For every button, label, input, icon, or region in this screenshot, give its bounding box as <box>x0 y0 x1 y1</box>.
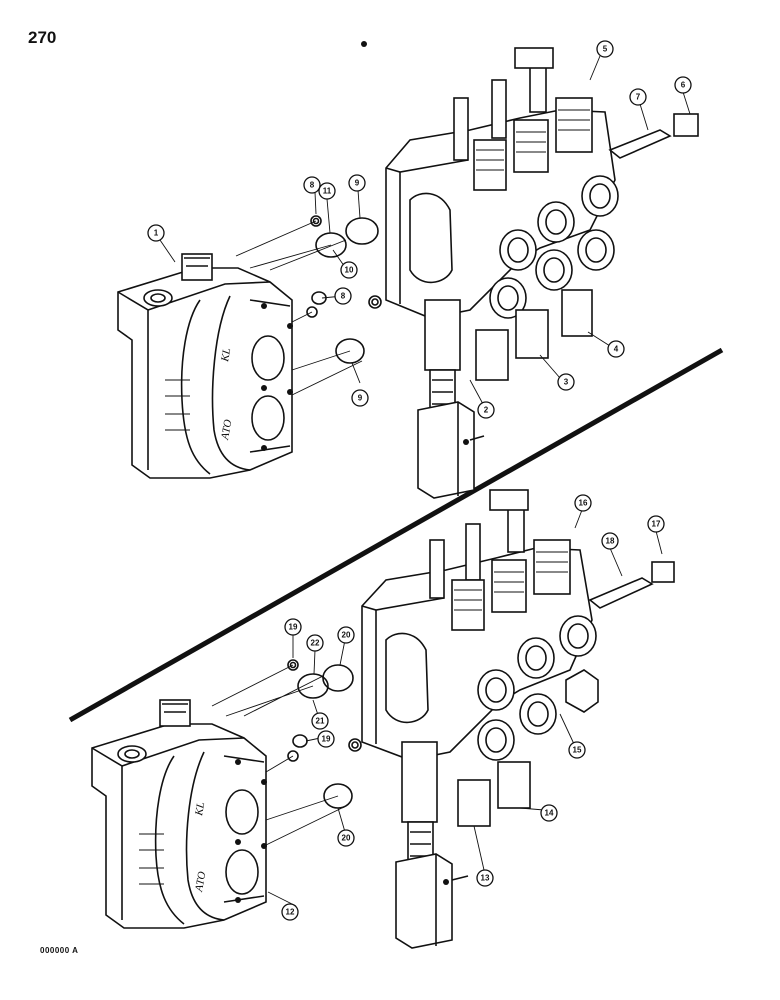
svg-text:11: 11 <box>323 187 332 196</box>
callout-16: 16 <box>574 494 592 512</box>
svg-text:6: 6 <box>681 81 686 90</box>
callout-19a: 19 <box>284 618 302 636</box>
lower-casting-mark-1: KL <box>193 801 207 817</box>
svg-text:19: 19 <box>289 623 298 632</box>
upper-casting-mark-2: ATO <box>219 419 235 442</box>
svg-text:22: 22 <box>311 639 320 648</box>
divider-line <box>68 347 724 723</box>
svg-text:3: 3 <box>564 378 569 387</box>
svg-text:14: 14 <box>545 809 554 818</box>
callout-11: 11 <box>318 182 336 200</box>
figure-code: 000000 A <box>40 946 79 955</box>
callout-6: 6 <box>674 76 692 94</box>
svg-text:20: 20 <box>342 834 351 843</box>
upper-inlet-cover: KL ATO <box>117 253 293 479</box>
svg-text:21: 21 <box>316 717 325 726</box>
callout-21: 21 <box>311 712 329 730</box>
lower-valve-body <box>361 489 675 949</box>
leader-lines <box>159 55 691 907</box>
upper-seals <box>235 215 382 396</box>
upper-casting-mark-1: KL <box>219 347 233 363</box>
callout-20a: 20 <box>337 626 355 644</box>
svg-text:9: 9 <box>355 179 360 188</box>
svg-text:5: 5 <box>603 45 608 54</box>
callout-14: 14 <box>540 804 558 822</box>
callout-19b: 19 <box>317 730 335 748</box>
callout-8a: 8 <box>303 176 321 194</box>
svg-text:20: 20 <box>342 631 351 640</box>
callout-7: 7 <box>629 88 647 106</box>
page-number: 270 <box>28 28 57 47</box>
svg-text:13: 13 <box>481 874 490 883</box>
svg-text:8: 8 <box>341 292 346 301</box>
lower-inlet-cover: KL ATO <box>91 699 267 929</box>
callout-10: 10 <box>340 261 358 279</box>
svg-text:17: 17 <box>652 520 661 529</box>
callout-22: 22 <box>306 634 324 652</box>
callout-2: 2 <box>477 401 495 419</box>
callout-17: 17 <box>647 515 665 533</box>
svg-text:10: 10 <box>345 266 354 275</box>
svg-text:8: 8 <box>310 181 315 190</box>
svg-text:12: 12 <box>286 908 295 917</box>
callout-1: 1 <box>147 224 165 242</box>
callout-12: 12 <box>281 903 299 921</box>
callout-8b: 8 <box>334 287 352 305</box>
svg-text:4: 4 <box>614 345 619 354</box>
lower-casting-mark-2: ATO <box>193 871 209 894</box>
svg-text:9: 9 <box>358 394 363 403</box>
callout-18: 18 <box>601 532 619 550</box>
svg-text:7: 7 <box>636 93 641 102</box>
svg-text:18: 18 <box>606 537 615 546</box>
svg-text:1: 1 <box>154 229 159 238</box>
callout-3: 3 <box>557 373 575 391</box>
callout-20b: 20 <box>337 829 355 847</box>
callout-5: 5 <box>596 40 614 58</box>
registration-mark <box>361 41 367 47</box>
svg-text:15: 15 <box>573 746 582 755</box>
svg-text:19: 19 <box>322 735 331 744</box>
callout-9a: 9 <box>348 174 366 192</box>
svg-text:2: 2 <box>484 406 489 415</box>
callout-15: 15 <box>568 741 586 759</box>
upper-valve-body <box>385 47 699 499</box>
callout-4: 4 <box>607 340 625 358</box>
svg-text:16: 16 <box>579 499 588 508</box>
callout-9b: 9 <box>351 389 369 407</box>
callout-13: 13 <box>476 869 494 887</box>
